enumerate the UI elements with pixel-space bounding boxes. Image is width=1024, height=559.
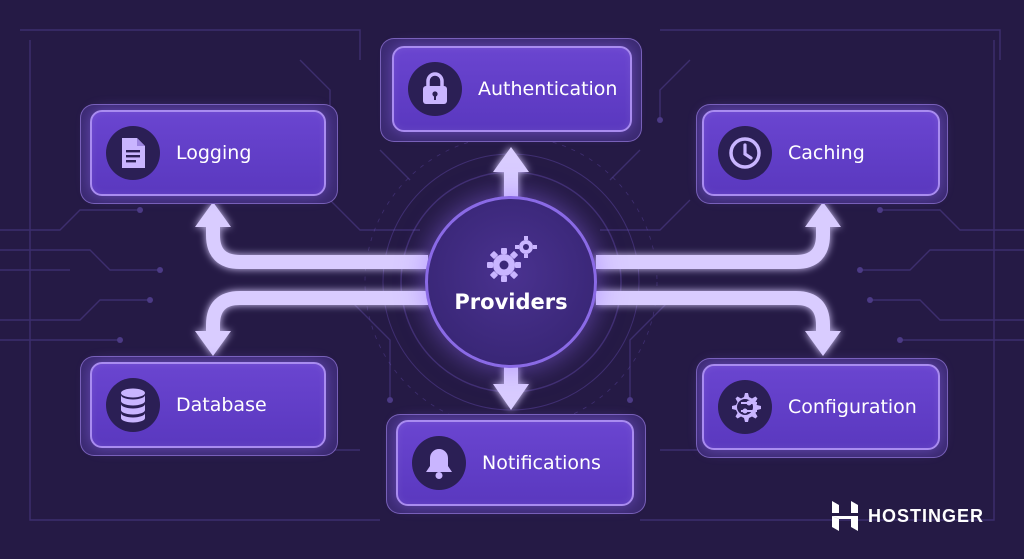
notifications-label: Notifications [482, 452, 601, 474]
hostinger-logo-icon [832, 501, 858, 531]
arrowhead-database [195, 331, 231, 356]
arrowhead-logging [195, 202, 231, 227]
logging-icon-badge [106, 126, 160, 180]
clock-icon [729, 137, 761, 169]
caching-icon-badge [718, 126, 772, 180]
bell-icon [426, 449, 452, 479]
arrowhead-authentication [493, 147, 529, 172]
notifications-icon-badge [412, 436, 466, 490]
notifications-node: Notifications [396, 420, 634, 506]
arrowhead-notifications [493, 384, 529, 410]
arrowhead-configuration [805, 331, 841, 356]
hostinger-brand: HOSTINGER [832, 500, 984, 532]
providers-node [425, 196, 597, 368]
authentication-node: Authentication [392, 46, 632, 132]
database-label: Database [176, 394, 267, 416]
logging-node: Logging [90, 110, 326, 196]
configuration-icon-badge [718, 380, 772, 434]
document-icon [122, 138, 145, 168]
gears-icon [487, 236, 537, 282]
arrowheads [195, 147, 841, 410]
arrowhead-caching [805, 202, 841, 227]
lock-icon [423, 72, 447, 104]
authentication-icon-badge [408, 62, 462, 116]
configuration-node: Configuration [702, 364, 940, 450]
arrow-to-database [206, 291, 428, 333]
database-icon-badge [106, 378, 160, 432]
caching-node: Caching [702, 110, 940, 196]
arrow-to-configuration [596, 291, 830, 333]
configuration-label: Configuration [788, 396, 917, 418]
caching-label: Caching [788, 142, 865, 164]
authentication-label: Authentication [478, 78, 618, 100]
arrow-to-caching [596, 225, 830, 269]
brand-name: HOSTINGER [868, 505, 985, 526]
logging-label: Logging [176, 142, 252, 164]
providers-label: Providers [454, 290, 568, 314]
database-icon [121, 388, 145, 423]
arrow-to-logging [206, 225, 428, 269]
database-node: Database [90, 362, 326, 448]
gear-sliders-icon [732, 393, 761, 422]
connectors [206, 170, 830, 385]
